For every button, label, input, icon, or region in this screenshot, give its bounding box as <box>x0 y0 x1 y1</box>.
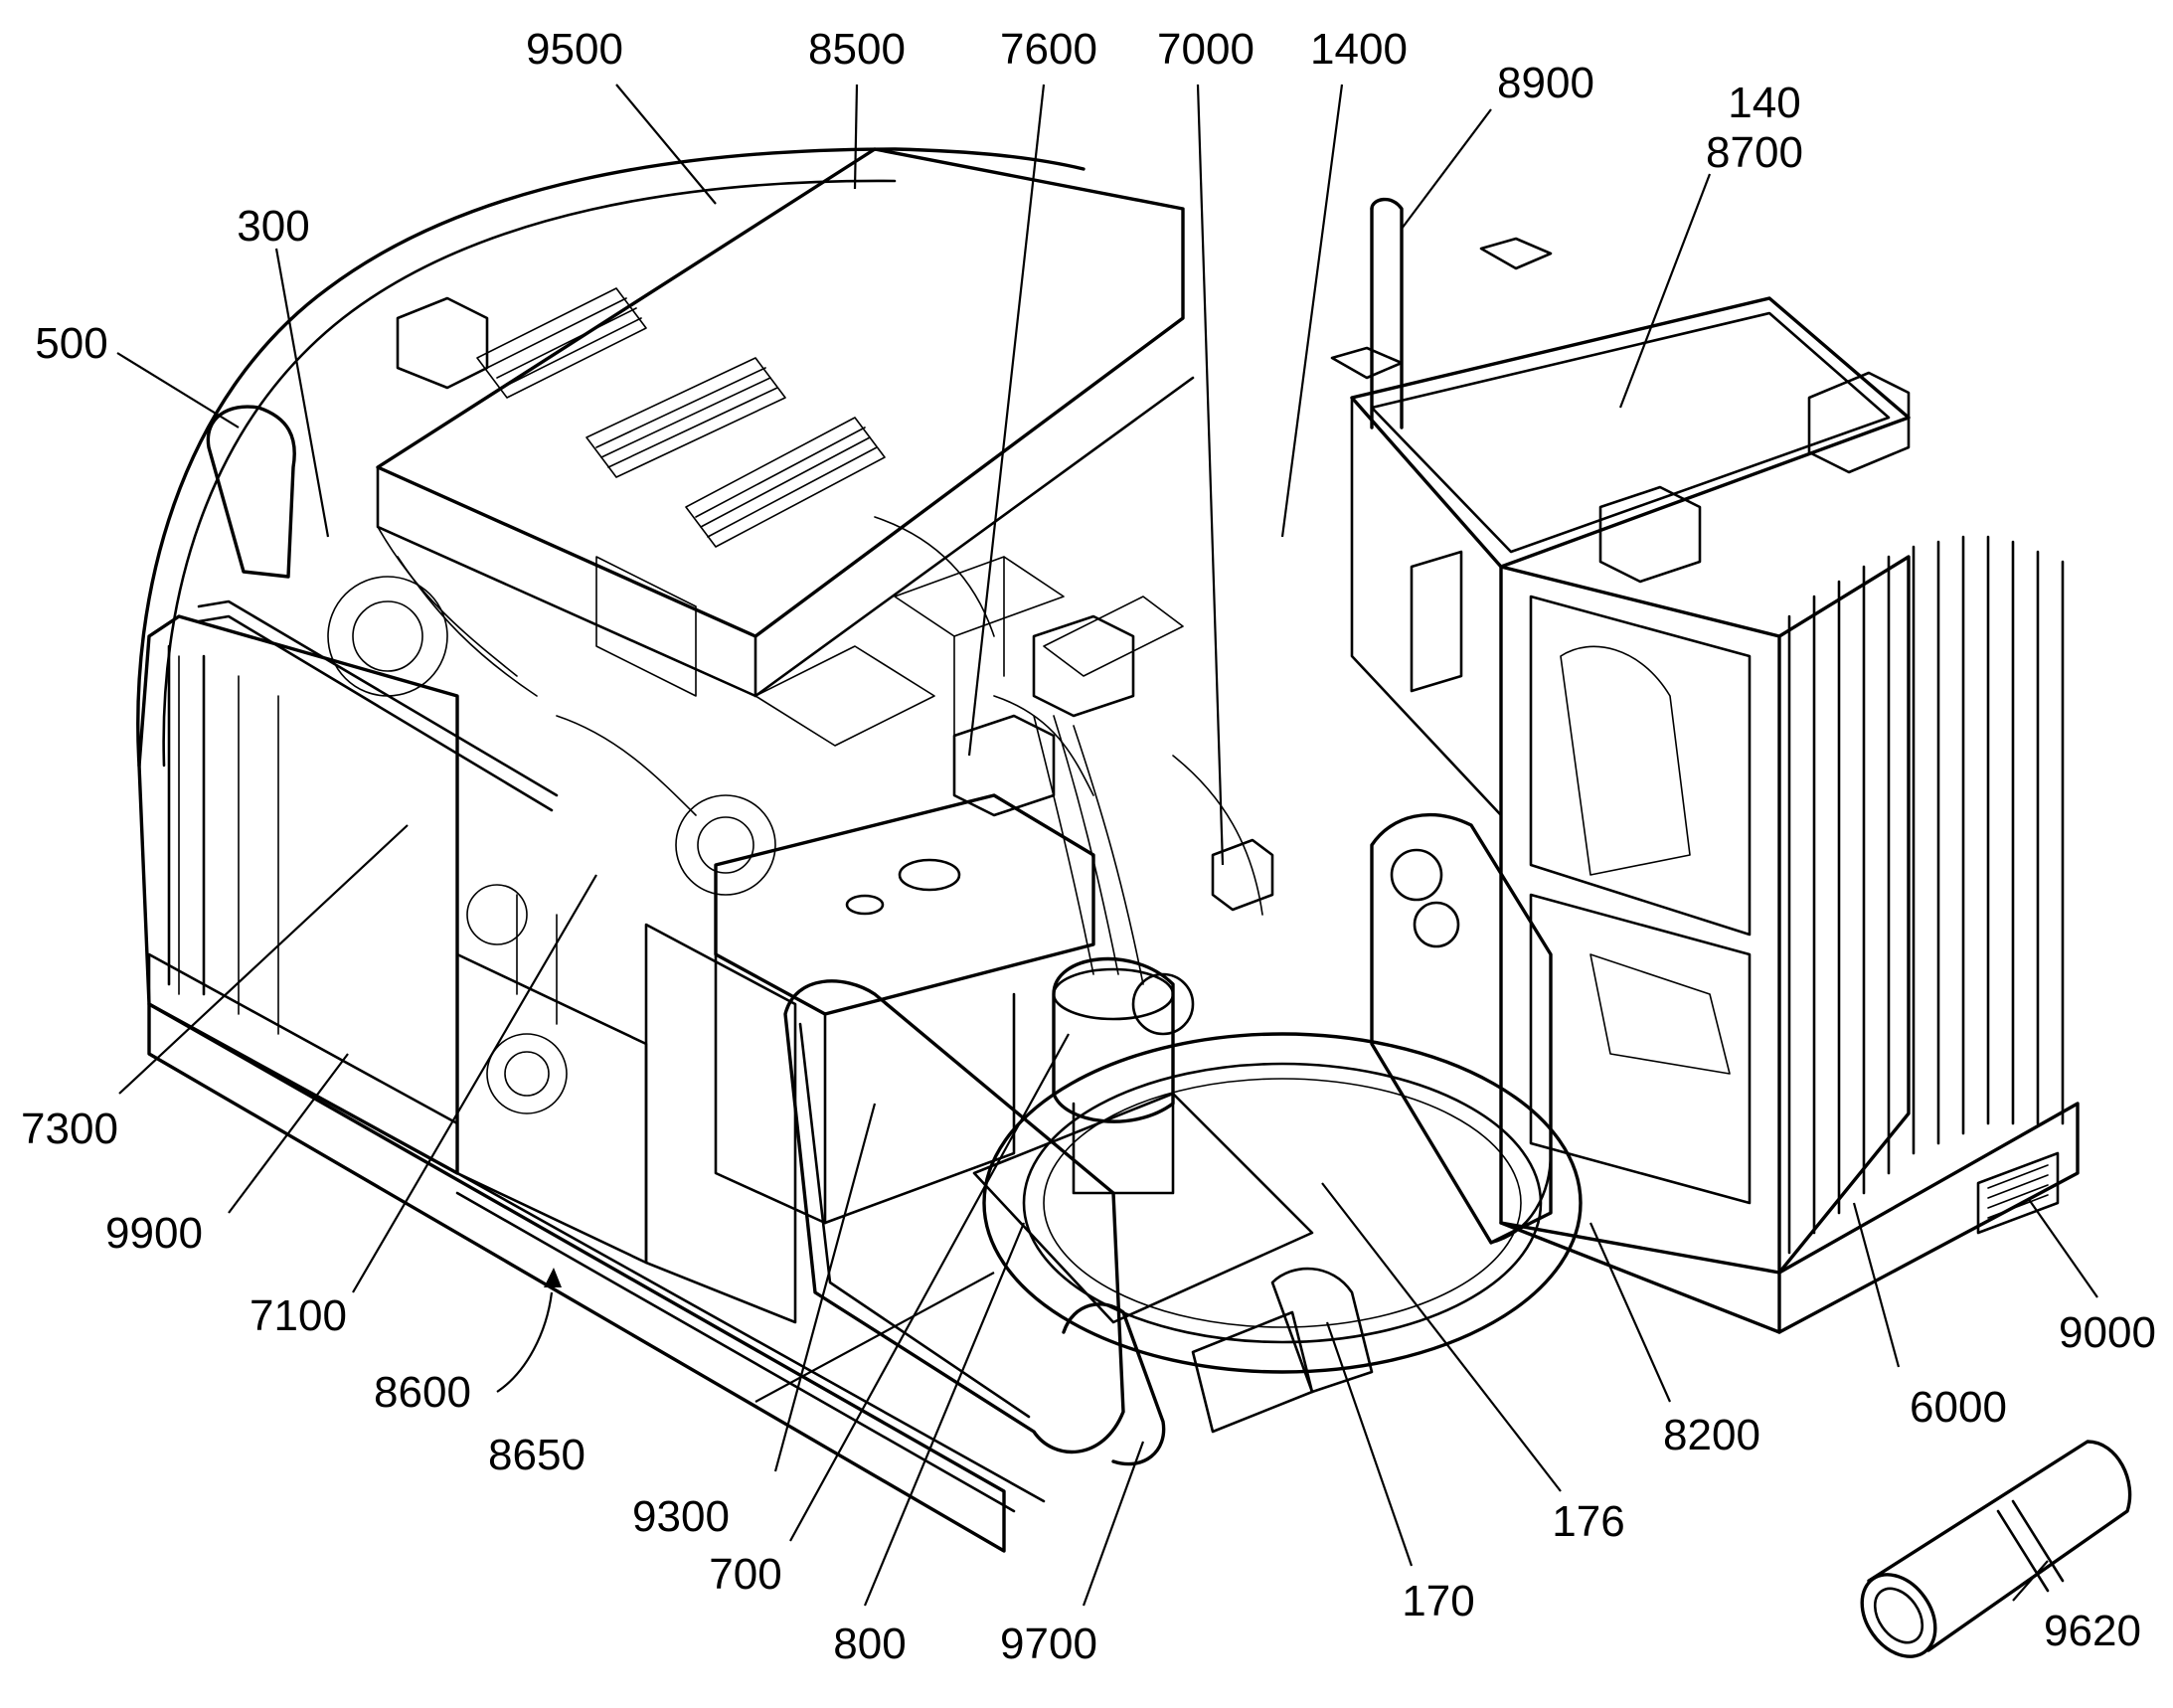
label-9700: 9700 <box>1000 1620 1097 1668</box>
label-170: 170 <box>1402 1577 1474 1625</box>
label-7300: 7300 <box>21 1105 118 1153</box>
label-8650: 8650 <box>488 1431 585 1479</box>
machine-body-outline <box>136 147 1553 1553</box>
label-9000: 9000 <box>2059 1308 2156 1357</box>
leader-lines <box>116 84 2098 1607</box>
label-9300: 9300 <box>632 1492 730 1541</box>
label-8500: 8500 <box>808 25 906 74</box>
label-700: 700 <box>709 1550 781 1599</box>
label-8900: 8900 <box>1497 59 1594 107</box>
label-6000: 6000 <box>1910 1383 2007 1432</box>
control-valve-block <box>952 614 1274 912</box>
arrow-8600 <box>496 1268 562 1393</box>
label-176: 176 <box>1552 1497 1624 1546</box>
label-140: 140 <box>1728 79 1800 127</box>
label-9900: 9900 <box>105 1209 203 1258</box>
label-8200: 8200 <box>1663 1411 1760 1459</box>
cab-structure <box>1350 296 2080 1334</box>
label-7000: 7000 <box>1157 25 1254 74</box>
label-800: 800 <box>833 1620 906 1668</box>
label-300: 300 <box>237 202 309 251</box>
label-8700: 8700 <box>1706 128 1803 177</box>
reference-labels: 9500 8500 7600 7000 1400 8900 140 8700 3… <box>21 25 2156 1668</box>
label-1400: 1400 <box>1310 25 1408 74</box>
label-7600: 7600 <box>1000 25 1097 74</box>
roll-item-9620 <box>1860 1440 2132 1658</box>
label-9500: 9500 <box>526 25 623 74</box>
label-9620: 9620 <box>2044 1607 2141 1655</box>
label-7100: 7100 <box>250 1291 347 1340</box>
label-500: 500 <box>35 319 107 368</box>
label-8600: 8600 <box>374 1368 471 1417</box>
swing-and-boom-structure <box>714 715 1583 1466</box>
